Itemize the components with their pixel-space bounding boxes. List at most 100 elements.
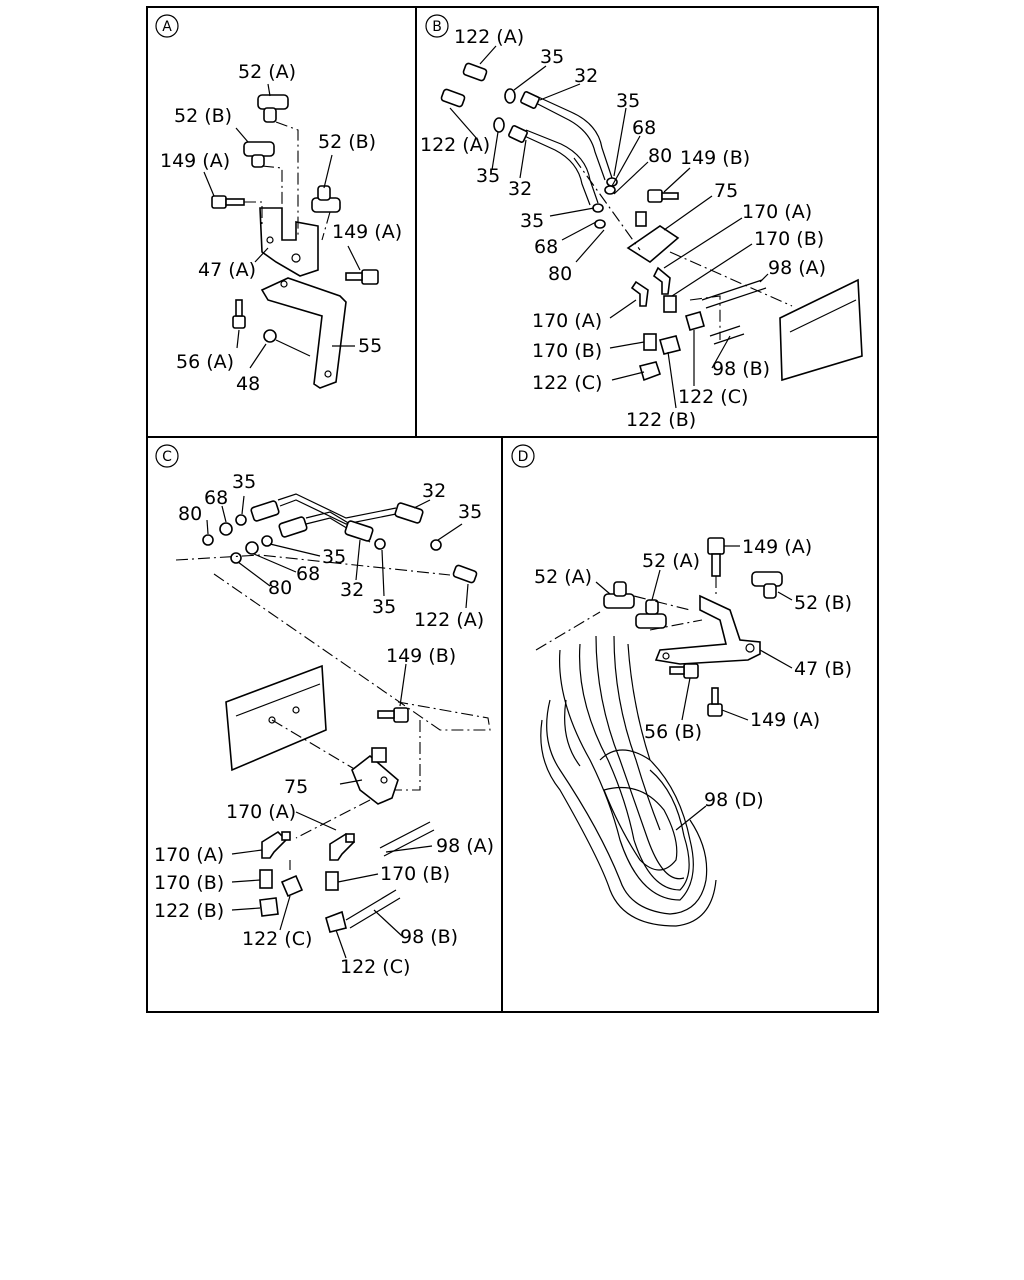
hose-bundle-98d (540, 635, 717, 927)
panel-b-drawing (440, 45, 863, 409)
label-52b: 52 (B) (174, 105, 232, 127)
label-170b-left: 170 (B) (532, 340, 602, 362)
label-c-170a-left: 170 (A) (154, 844, 224, 866)
label-32-top: 32 (574, 65, 598, 87)
label-c-35-right: 35 (458, 501, 482, 523)
panel-marker-d: D (511, 444, 535, 468)
label-d-98d: 98 (D) (704, 789, 764, 811)
label-c-35-mid: 35 (322, 546, 346, 568)
panel-b-labels: 122 (A) 35 32 122 (A) 35 32 35 68 80 149… (420, 26, 826, 431)
bracket-75-b (626, 225, 680, 263)
label-c-170b-left: 170 (B) (154, 872, 224, 894)
panel-a-drawing (203, 83, 379, 389)
bolt-56b (669, 663, 699, 679)
label-c-35-top: 35 (232, 471, 256, 493)
label-149a-left: 149 (A) (160, 150, 230, 172)
label-122a-mid: 122 (A) (420, 134, 490, 156)
svg-text:B: B (432, 19, 442, 35)
bolt-149b-c (377, 707, 409, 723)
label-c-170a-top: 170 (A) (226, 801, 296, 823)
label-75: 75 (714, 180, 738, 202)
bracket-55 (260, 277, 347, 389)
panel-d-labels: 149 (A) 52 (A) 52 (A) 52 (B) 47 (B) 56 (… (534, 536, 852, 811)
label-d-52a-left: 52 (A) (534, 566, 592, 588)
label-98a: 98 (A) (768, 257, 826, 279)
label-d-149a-bottom: 149 (A) (750, 709, 820, 731)
label-170b-right: 170 (B) (754, 228, 824, 250)
label-47a: 47 (A) (198, 259, 256, 281)
bolt-149b-b (647, 189, 679, 203)
label-c-122c-left: 122 (C) (242, 928, 312, 950)
svg-text:C: C (162, 449, 172, 465)
label-32-mid: 32 (508, 178, 532, 200)
label-122c-left: 122 (C) (532, 372, 602, 394)
bracket-47b (654, 594, 761, 665)
label-149b: 149 (B) (680, 147, 750, 169)
bolt-149a-left (211, 195, 245, 209)
label-55: 55 (358, 335, 382, 357)
panel-d-drawing (535, 537, 793, 927)
label-c-149b: 149 (B) (386, 645, 456, 667)
tee-fitting-52a-mid (635, 599, 667, 629)
label-c-68-mid: 68 (296, 563, 320, 585)
bolt-149a-right (345, 269, 379, 285)
label-c-32-top: 32 (422, 480, 446, 502)
label-c-32-mid: 32 (340, 579, 364, 601)
label-122c-right: 122 (C) (678, 386, 748, 408)
label-c-35-bottom: 35 (372, 596, 396, 618)
label-d-47b: 47 (B) (794, 658, 852, 680)
label-56a: 56 (A) (176, 351, 234, 373)
label-c-80-mid: 80 (268, 577, 292, 599)
label-d-56b: 56 (B) (644, 721, 702, 743)
label-98b: 98 (B) (712, 358, 770, 380)
label-170a-right: 170 (A) (742, 201, 812, 223)
label-35-left: 35 (520, 210, 544, 232)
bolt-149a-d-top (707, 537, 725, 577)
bracket-47a (259, 207, 319, 277)
tee-fitting-52b-d (751, 571, 783, 599)
panel-marker-a: A (155, 14, 179, 38)
label-d-52a-mid: 52 (A) (642, 550, 700, 572)
nut-48 (263, 329, 277, 343)
label-c-122b: 122 (B) (154, 900, 224, 922)
label-149a-right: 149 (A) (332, 221, 402, 243)
panel-marker-c: C (155, 444, 179, 468)
label-c-80-top: 80 (178, 503, 202, 525)
tee-fitting-52b (243, 141, 275, 168)
label-c-122a: 122 (A) (414, 609, 484, 631)
label-170a-left: 170 (A) (532, 310, 602, 332)
label-80-left: 80 (548, 263, 572, 285)
label-52a: 52 (A) (238, 61, 296, 83)
bolt-149a-d-bottom (707, 687, 723, 717)
panel-borders (146, 6, 879, 1013)
label-d-52b: 52 (B) (794, 592, 852, 614)
panel-a-labels: 52 (A) 52 (B) 52 (B) 149 (A) 149 (A) 47 … (160, 61, 402, 395)
label-35-right: 35 (616, 90, 640, 112)
tee-fitting-52a (257, 94, 289, 123)
label-c-170b-right: 170 (B) (380, 863, 450, 885)
label-80-right: 80 (648, 145, 672, 167)
label-35-mid: 35 (476, 165, 500, 187)
label-68-right: 68 (632, 117, 656, 139)
tee-fitting-52a-left (603, 581, 635, 609)
frame-rail-c (225, 664, 327, 772)
svg-text:A: A (162, 19, 172, 35)
panel-c-labels: 80 68 35 32 35 35 68 80 32 35 122 (A) 14… (154, 471, 494, 978)
label-122b: 122 (B) (626, 409, 696, 431)
label-d-149a-top: 149 (A) (742, 536, 812, 558)
label-52b-right: 52 (B) (318, 131, 376, 153)
label-48: 48 (236, 373, 260, 395)
bolt-56a (232, 299, 246, 329)
frame-rail-b (779, 278, 863, 382)
label-c-75: 75 (284, 776, 308, 798)
label-68-left: 68 (534, 236, 558, 258)
label-c-68-top: 68 (204, 487, 228, 509)
tee-fitting-52b-right (311, 185, 341, 213)
label-122a-top: 122 (A) (454, 26, 524, 48)
label-c-98a: 98 (A) (436, 835, 494, 857)
panel-c-drawing (175, 493, 491, 959)
label-35-top: 35 (540, 46, 564, 68)
label-c-98b: 98 (B) (400, 926, 458, 948)
panel-marker-b: B (425, 14, 449, 38)
